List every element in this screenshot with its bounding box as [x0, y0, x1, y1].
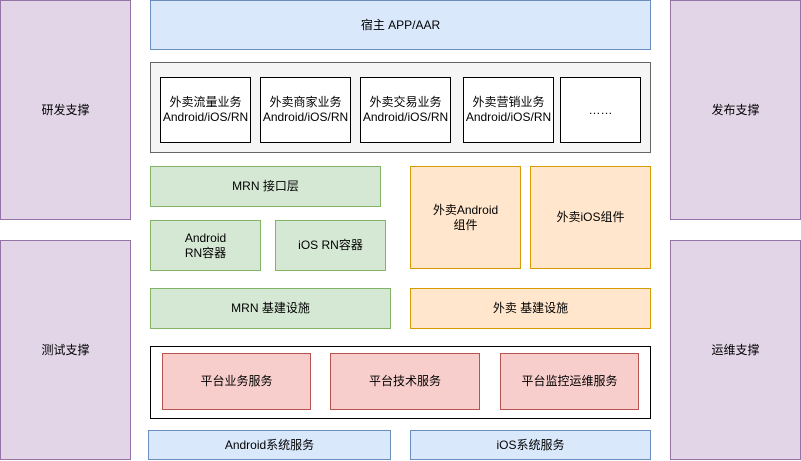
waimai-ios-component-block: 外卖iOS组件	[530, 166, 651, 269]
test-support-block: 测试支撑	[0, 240, 131, 460]
release-support-label: 发布支撑	[711, 102, 760, 117]
business-more-label: ……	[588, 102, 613, 117]
business-marketing-label: 外卖营销业务 Android/iOS/RN	[465, 95, 552, 124]
android-system-service-block: Android系统服务	[148, 430, 391, 460]
android-rn-container-block: Android RN容器	[150, 220, 261, 271]
mrn-infra-block: MRN 基建设施	[150, 288, 391, 329]
ios-rn-container-label: iOS RN容器	[298, 238, 363, 252]
rd-support-block: 研发支撑	[0, 0, 131, 220]
platform-business-service-label: 平台业务服务	[200, 374, 273, 388]
business-transaction: 外卖交易业务 Android/iOS/RN	[360, 77, 451, 143]
host-app-block: 宿主 APP/AAR	[150, 0, 651, 50]
ops-support-label: 运维支撑	[711, 342, 760, 357]
waimai-ios-component-label: 外卖iOS组件	[556, 210, 625, 224]
business-transaction-label: 外卖交易业务 Android/iOS/RN	[362, 95, 449, 124]
business-traffic: 外卖流量业务 Android/iOS/RN	[160, 77, 251, 143]
business-more: ……	[560, 77, 641, 143]
mrn-interface-label: MRN 接口层	[232, 179, 299, 193]
platform-monitor-ops-service-block: 平台监控运维服务	[500, 353, 639, 410]
business-merchant-label: 外卖商家业务 Android/iOS/RN	[262, 95, 349, 124]
ops-support-block: 运维支撑	[670, 240, 801, 460]
test-support-label: 测试支撑	[41, 342, 90, 357]
business-merchant: 外卖商家业务 Android/iOS/RN	[260, 77, 351, 143]
platform-monitor-ops-service-label: 平台监控运维服务	[521, 374, 618, 388]
business-traffic-label: 外卖流量业务 Android/iOS/RN	[162, 95, 249, 124]
rd-support-label: 研发支撑	[41, 102, 90, 117]
platform-business-service-block: 平台业务服务	[162, 353, 311, 410]
release-support-block: 发布支撑	[670, 0, 801, 220]
android-rn-container-label: Android RN容器	[184, 230, 227, 260]
waimai-android-component-block: 外卖Android 组件	[410, 166, 521, 269]
mrn-infra-label: MRN 基建设施	[231, 301, 310, 315]
android-system-service-label: Android系统服务	[224, 437, 315, 452]
ios-system-service-label: iOS系统服务	[496, 437, 565, 452]
business-marketing: 外卖营销业务 Android/iOS/RN	[463, 77, 554, 143]
ios-rn-container-block: iOS RN容器	[275, 220, 386, 271]
host-app-label: 宿主 APP/AAR	[360, 17, 441, 32]
platform-tech-service-block: 平台技术服务	[330, 353, 480, 410]
mrn-interface-block: MRN 接口层	[150, 166, 381, 207]
ios-system-service-block: iOS系统服务	[410, 430, 651, 460]
waimai-android-component-label: 外卖Android 组件	[432, 202, 499, 232]
waimai-infra-block: 外卖 基建设施	[410, 288, 651, 329]
waimai-infra-label: 外卖 基建设施	[492, 301, 569, 315]
platform-tech-service-label: 平台技术服务	[368, 374, 441, 388]
